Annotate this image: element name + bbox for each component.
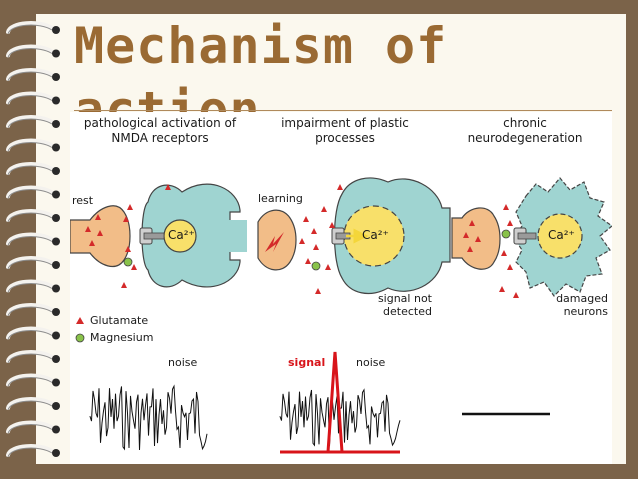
panel-2-caption: impairment of plastic processes	[281, 116, 409, 145]
learning-label: learning	[258, 192, 303, 205]
panel-1-caption: pathological activation of NMDA receptor…	[83, 116, 237, 145]
panel-2-synapse	[257, 177, 451, 295]
noise-trace-1	[89, 384, 208, 451]
binding-ring	[6, 397, 60, 411]
binding-ring	[6, 373, 60, 387]
nmda-receptor	[513, 227, 537, 245]
lightning-bolt	[265, 232, 284, 252]
nmda-receptor	[331, 227, 351, 245]
binding-ring	[6, 185, 60, 199]
glutamate-molecules	[85, 184, 171, 288]
binding-ring	[6, 115, 60, 129]
noise-label-2: noise	[356, 356, 386, 369]
nmda-figure: pathological activation of NMDA receptor…	[70, 112, 612, 464]
slide-title: Mechanism of action	[74, 17, 448, 114]
binding-ring	[6, 444, 60, 458]
magnesium-legend-label: Magnesium	[90, 331, 154, 344]
binding-ring	[6, 256, 60, 270]
rest-label: rest	[72, 194, 94, 207]
binding-ring	[6, 68, 60, 82]
panel-3-caption: chronic neurodegeneration	[467, 116, 583, 145]
glutamate-legend-marker	[76, 317, 84, 324]
binding-ring	[6, 350, 60, 364]
binding-ring	[6, 326, 60, 340]
binding-ring	[6, 91, 60, 105]
calcium-label-1: Ca²⁺	[168, 228, 195, 242]
magnesium-ion	[123, 257, 133, 267]
binding-ring	[6, 209, 60, 223]
binding-ring	[6, 279, 60, 293]
nmda-receptor	[139, 227, 165, 245]
spiral-binding	[6, 21, 60, 458]
glutamate-molecules	[299, 184, 343, 294]
damaged-neurons-label: damaged neurons	[556, 292, 608, 318]
magnesium-ion	[311, 261, 321, 271]
calcium-label-3: Ca²⁺	[548, 228, 575, 242]
signal-label: signal	[288, 356, 326, 369]
presynaptic-terminal	[70, 205, 131, 268]
binding-ring	[6, 303, 60, 317]
noise-label-1: noise	[168, 356, 198, 369]
binding-ring	[6, 21, 60, 35]
binding-ring	[6, 232, 60, 246]
figure-diagram	[70, 177, 612, 454]
signal-spike	[326, 351, 344, 453]
binding-ring	[6, 162, 60, 176]
calcium-label-2: Ca²⁺	[362, 228, 389, 242]
binding-ring	[6, 138, 60, 152]
calcium-ion	[537, 213, 583, 259]
title-divider	[74, 110, 612, 111]
binding-ring	[6, 420, 60, 434]
magnesium-ion	[501, 229, 511, 239]
panel-1-synapse	[70, 183, 247, 288]
binding-ring	[6, 44, 60, 58]
glutamate-legend-label: Glutamate	[90, 314, 149, 327]
magnesium-legend-marker	[75, 333, 85, 343]
panel-3-synapse	[451, 177, 612, 298]
presynaptic-terminal	[451, 207, 501, 270]
legend-markers	[75, 317, 85, 343]
glutamate-molecules	[463, 204, 519, 298]
signal-not-detected-label: signal not detected	[377, 292, 432, 318]
